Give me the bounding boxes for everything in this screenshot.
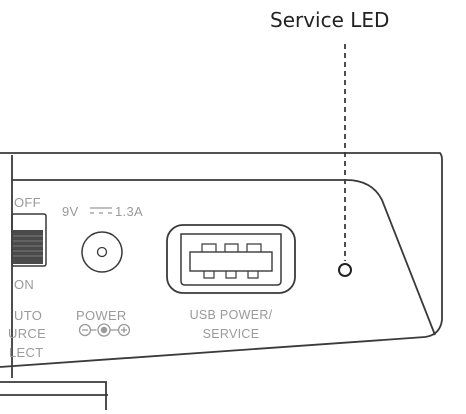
usb-label-line-2: SERVICE xyxy=(203,327,260,341)
auto-source-line-3: LECT xyxy=(9,345,43,360)
auto-source-select-label: UTO URCE LECT xyxy=(8,308,46,360)
power-current: 1.3A xyxy=(115,204,143,219)
switch-off-label: OFF xyxy=(14,195,41,210)
service-led-indicator xyxy=(338,263,352,277)
power-voltage: 9V xyxy=(62,204,79,219)
device-body xyxy=(0,152,443,410)
switch-on-label: ON xyxy=(14,277,34,292)
service-led-callout-label: Service LED xyxy=(270,8,389,32)
auto-source-line-1: UTO xyxy=(14,308,42,323)
auto-source-switch[interactable] xyxy=(11,213,47,267)
auto-source-line-2: URCE xyxy=(8,326,46,341)
dc-symbol-icon xyxy=(90,207,112,214)
usb-label-line-1: USB POWER/ xyxy=(190,308,273,322)
usb-port[interactable] xyxy=(166,224,296,294)
dc-power-jack[interactable] xyxy=(81,231,123,273)
power-rating: 9V 1.3A xyxy=(62,204,143,219)
polarity-symbol-icon xyxy=(78,323,131,337)
power-label: POWER xyxy=(76,308,127,323)
